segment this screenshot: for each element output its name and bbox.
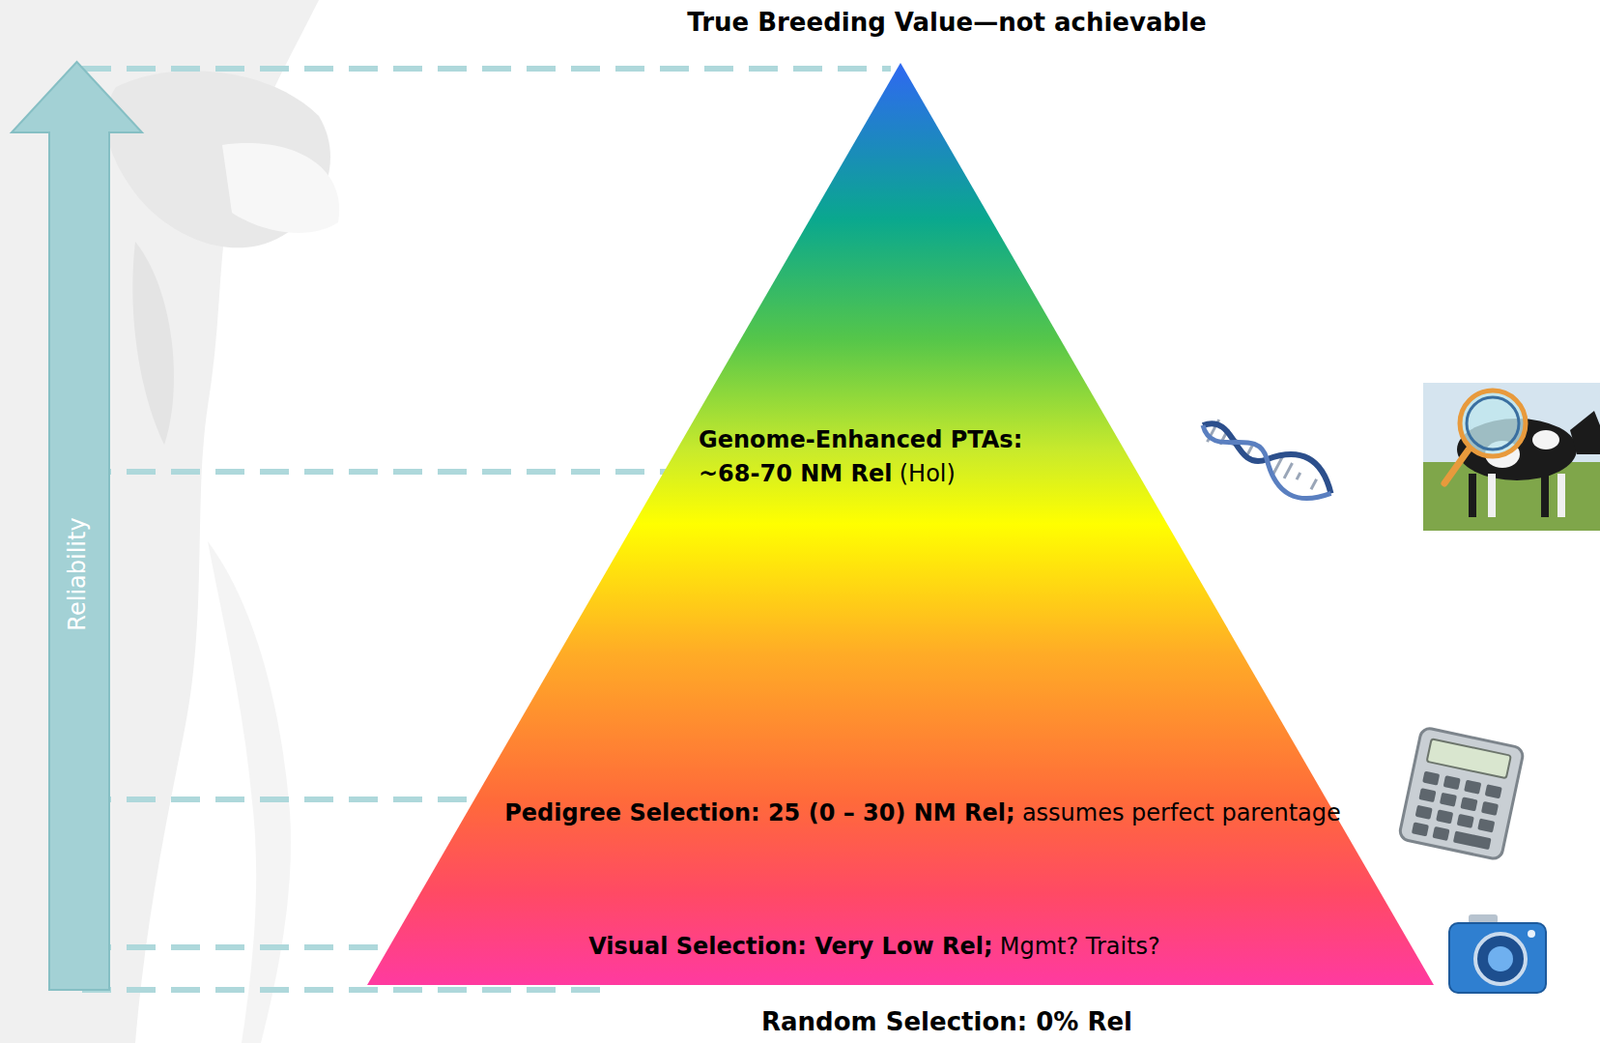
text-block: Genome-Enhanced PTAs: ~68-70 NM Rel(Hol) — [698, 423, 1066, 491]
cow-inspection-photo — [1423, 382, 1600, 531]
base-label: Random Selection: 0% Rel — [761, 1006, 1133, 1036]
reliability-arrow: Reliability — [10, 60, 143, 991]
pyramid-text: Genome-Enhanced PTAs: ~68-70 NM Rel — [698, 426, 1023, 487]
reliability-pyramid: Genome-Enhanced PTAs: ~68-70 NM Rel(Hol)… — [367, 62, 1434, 985]
axis-label: Reliability — [63, 516, 91, 630]
text-block: Visual Selection: Very Low Rel;Mgmt? Tra… — [449, 929, 1300, 964]
calculator-icon — [1398, 726, 1524, 860]
pyramid-text: assumes perfect parentage — [1022, 799, 1342, 827]
cow-watermark — [0, 0, 340, 1043]
pyramid-outline — [367, 62, 1434, 985]
pyramid-shape — [367, 62, 1434, 985]
camera-icon — [1449, 914, 1546, 993]
text-block: Pedigree Selection: 25 (0 – 30) NM Rel;a… — [497, 796, 1348, 830]
pyramid-text: Visual Selection: Very Low Rel; — [588, 932, 993, 960]
pyramid-text: Mgmt? Traits? — [1000, 932, 1161, 960]
text-block: Reliability — [57, 428, 97, 719]
pyramid-text: (Hol) — [899, 459, 956, 487]
apex-label: True Breeding Value—not achievable — [686, 7, 1206, 37]
pyramid-text: Pedigree Selection: 25 (0 – 30) NM Rel; — [504, 799, 1015, 827]
dna-icon — [1193, 406, 1341, 512]
arrow-shape — [11, 61, 143, 990]
